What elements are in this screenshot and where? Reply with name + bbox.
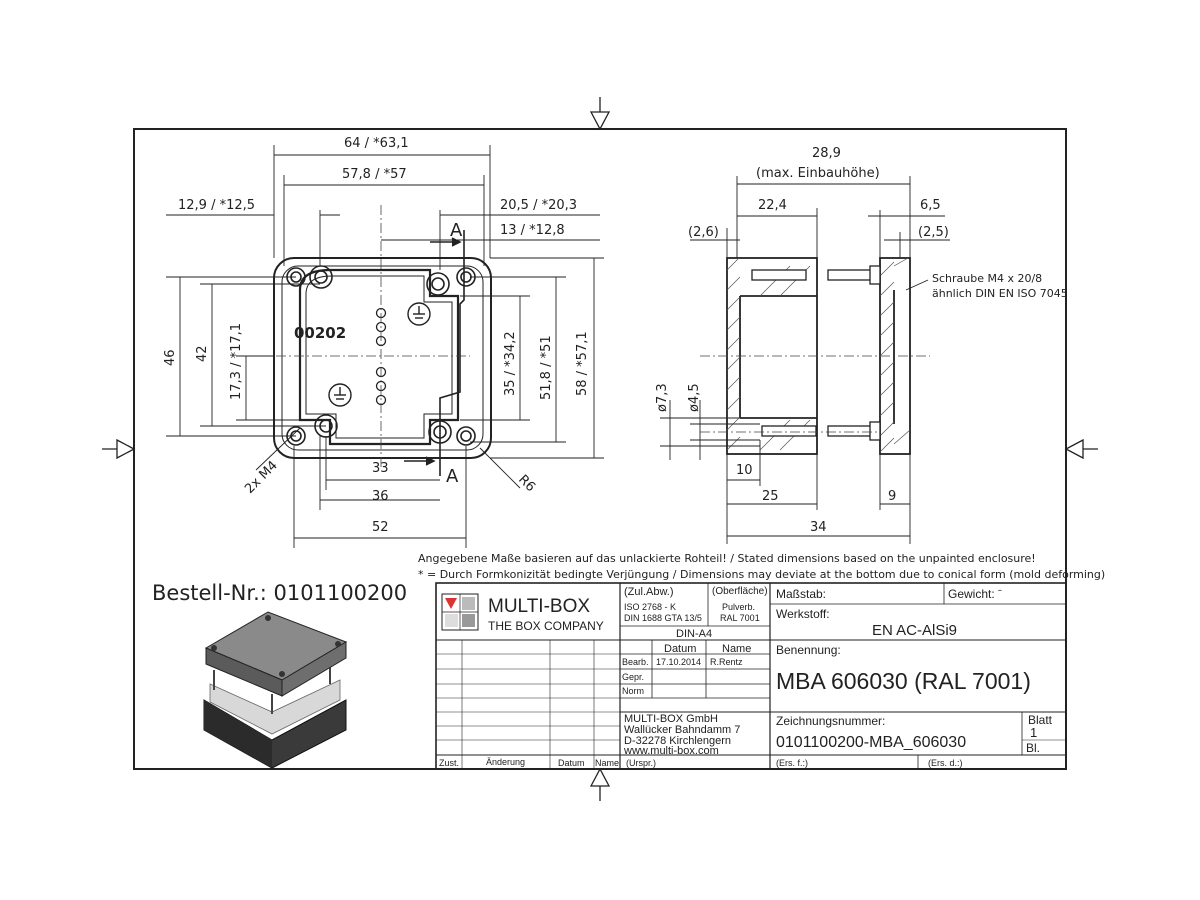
bearb-name: R.Rentz <box>710 657 743 667</box>
surface-1: Pulverb. <box>722 602 755 612</box>
dim-right-offset-2: 13 / *12,8 <box>500 223 565 238</box>
dim-9: 9 <box>888 489 896 504</box>
note-line-1: Angegebene Maße basieren auf das unlacki… <box>418 552 1036 565</box>
centering-marks <box>102 97 1098 801</box>
enclosure-isometric-image <box>203 611 348 769</box>
dim-22-4: 22,4 <box>758 198 787 213</box>
dim-right-offset: 20,5 / *20,3 <box>500 198 577 213</box>
dim-10: 10 <box>736 463 753 478</box>
ers-d-label: (Ers. d.:) <box>928 758 963 768</box>
dim-2-6: (2,6) <box>688 225 719 240</box>
zeichnungsnummer-label: Zeichnungsnummer: <box>776 714 885 728</box>
dim-58: 58 / *57,1 <box>575 331 590 396</box>
part-number-marking: 00202 <box>294 324 346 342</box>
address-4: www.multi-box.com <box>623 745 719 757</box>
iso-1: ISO 2768 - K <box>624 602 676 612</box>
screw-note-2: ähnlich DIN EN ISO 7045 <box>932 287 1068 300</box>
blatt-value: 1 <box>1030 725 1037 740</box>
dim-52: 52 <box>372 520 389 535</box>
address-2: Wallücker Bahndamm 7 <box>624 724 740 736</box>
aenderung-label: Änderung <box>486 757 525 767</box>
werkstoff-value: EN AC-AlSi9 <box>872 622 957 639</box>
dim-51: 51,8 / *51 <box>539 335 554 400</box>
format: DIN-A4 <box>676 628 712 640</box>
zul-abw: (Zul.Abw.) <box>624 586 674 598</box>
dim-inner-width: 57,8 / *57 <box>342 167 407 182</box>
screw-note-1: Schraube M4 x 20/8 <box>932 272 1042 285</box>
dim-6-5: 6,5 <box>920 198 941 213</box>
dim-36: 36 <box>372 489 389 504</box>
urspr-label: (Urspr.) <box>626 758 656 768</box>
bearb-date: 17.10.2014 <box>656 657 701 667</box>
datum-label: Datum <box>558 758 585 768</box>
dim-left-offset: 12,9 / *12,5 <box>178 198 255 213</box>
side-view: 28,9 (max. Einbauhöhe) 22,4 6,5 (2,6) (2… <box>655 146 1068 544</box>
dim-25: 25 <box>762 489 779 504</box>
section-a-label-2: A <box>446 466 459 487</box>
surface-2: RAL 7001 <box>720 613 760 623</box>
address-1: MULTI-BOX GmbH <box>624 713 718 725</box>
company-sub: THE BOX COMPANY <box>488 619 604 633</box>
col-name: Name <box>722 643 751 655</box>
section-a-label: A <box>450 220 463 241</box>
dim-height: 28,9 <box>812 146 841 161</box>
dim-radius: R6 <box>515 472 538 495</box>
note-line-2: * = Durch Formkonizität bedingte Verjüng… <box>418 568 1105 581</box>
zeichnungsnummer-value: 0101100200-MBA_606030 <box>776 734 966 751</box>
dim-46: 46 <box>163 349 178 366</box>
lid-screw <box>751 265 881 441</box>
title-block <box>435 582 1067 770</box>
iso-2: DIN 1688 GTA 13/5 <box>624 613 702 623</box>
order-number: Bestell-Nr.: 0101100200 <box>152 581 407 605</box>
ers-f-label: (Ers. f.:) <box>776 758 808 768</box>
dim-34: 34 <box>810 520 827 535</box>
dim-35: 35 / *34,2 <box>503 331 518 396</box>
dim-overall-width: 64 / *63,1 <box>344 136 409 151</box>
company-logo <box>445 597 475 627</box>
werkstoff-label: Werkstoff: <box>776 607 830 621</box>
company-name: MULTI-BOX <box>488 596 590 617</box>
dim-42: 42 <box>195 345 210 362</box>
surface-label: (Oberfläche) <box>712 586 768 597</box>
ground-symbol-icon <box>328 302 431 407</box>
massstab: Maßstab: <box>776 587 826 601</box>
dim-2-5: (2,5) <box>918 225 949 240</box>
blatt-label: Blatt <box>1028 713 1053 727</box>
dim-dia-4-5: ø4,5 <box>687 383 702 412</box>
dim-17: 17,3 / *17,1 <box>229 323 244 400</box>
address-3: D-32278 Kirchlengern <box>624 735 731 747</box>
dim-dia-7-3: ø7,3 <box>655 383 670 412</box>
row-bearb: Bearb. <box>622 657 649 667</box>
dim-height-note: (max. Einbauhöhe) <box>756 166 880 181</box>
gewicht: Gewicht: ˉ <box>948 587 1002 601</box>
dim-screws: 2x M4 <box>242 458 281 497</box>
benennung-label: Benennung: <box>776 643 841 657</box>
benennung-value: MBA 606030 (RAL 7001) <box>776 668 1031 694</box>
row-gepr: Gepr. <box>622 672 644 682</box>
top-view: A A 00202 <box>163 136 604 548</box>
name-label: Name <box>595 758 619 768</box>
zust-label: Zust. <box>439 758 459 768</box>
dim-33: 33 <box>372 461 389 476</box>
bl-label: Bl. <box>1026 741 1040 755</box>
row-norm: Norm <box>622 686 644 696</box>
col-datum: Datum <box>664 643 696 655</box>
